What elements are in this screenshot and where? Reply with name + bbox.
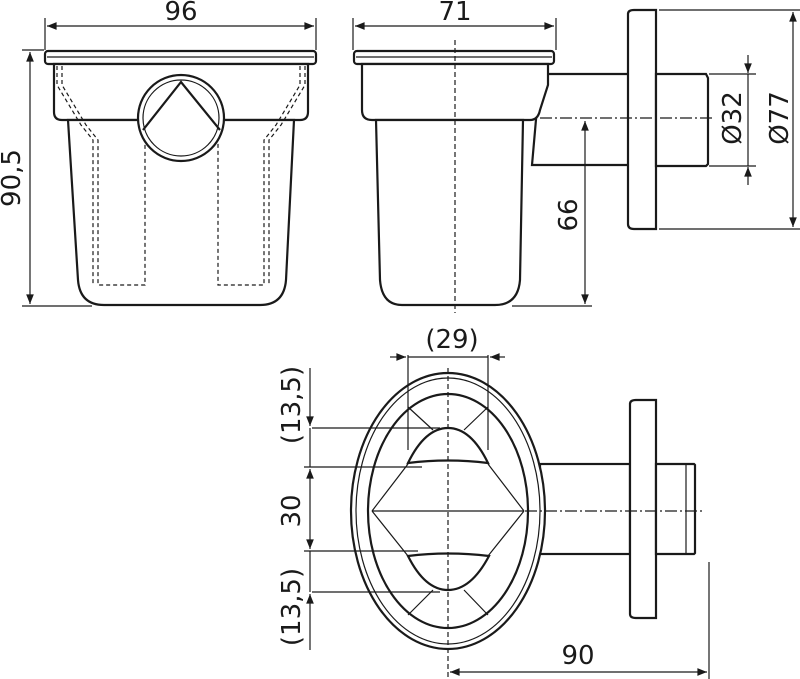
dim-flange-diameter: Ø77 [765, 91, 795, 145]
front-view [22, 18, 318, 307]
dim-outlet-diameter: Ø32 [718, 91, 748, 145]
dim-top-offset-lower: (13,5) [277, 568, 307, 646]
dim-front-height: 90,5 [0, 149, 27, 207]
dim-top-center-spacing: 30 [277, 494, 307, 527]
side-view [352, 8, 800, 313]
top-view [304, 353, 710, 679]
dim-outlet-center-height: 66 [554, 198, 584, 231]
dim-side-width: 71 [438, 0, 471, 27]
dim-outlet-length: 90 [561, 641, 594, 671]
dim-top-offset-upper: (13,5) [277, 366, 307, 444]
dim-front-width: 96 [164, 0, 197, 27]
dim-top-inner-width: (29) [425, 325, 478, 355]
